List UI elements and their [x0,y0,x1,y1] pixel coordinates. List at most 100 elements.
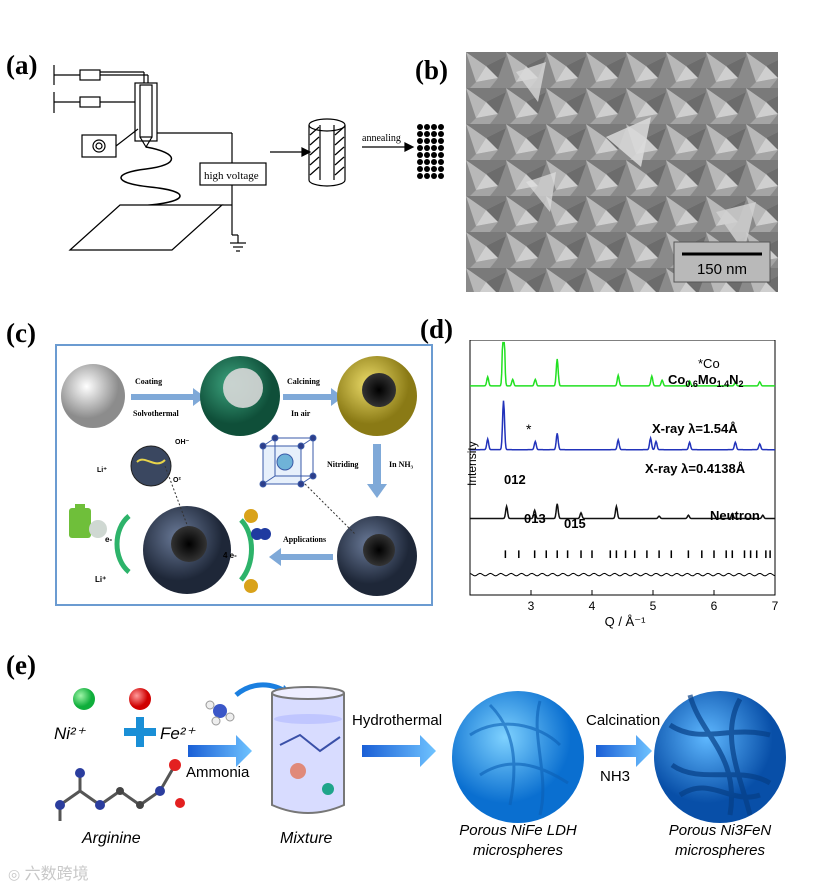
impurity-star: * [526,421,532,437]
nanofiber-dot [417,131,423,137]
x-tick-label: 3 [528,599,535,613]
arginine-label: Arginine [81,830,141,847]
template-sphere [61,364,125,428]
nanofiber-dot [424,138,430,144]
nanofiber-dot [417,124,423,130]
nanofiber-dot [438,124,444,130]
nanofiber-dot [438,173,444,179]
diffraction-chart: 3 4 5 6 7 Intensity Q / Å⁻¹ *Co Co0.6Mo1.4N2… [440,340,790,630]
li-plus-top-label: Li⁺ [97,467,107,474]
calcination-label: Calcination [586,712,660,729]
nanofiber-dot [424,173,430,179]
panel-e-letter: (e) [6,650,36,681]
ammonia-arrow [188,735,252,767]
scale-bar-label: 150 nm [697,261,747,278]
nanofiber-dot [424,131,430,137]
peak-label-013: 013 [524,511,546,526]
y-axis-label: Intensity [465,441,479,486]
x-axis-label: Q / Å⁻¹ [605,614,646,629]
mixture-label: Mixture [280,830,333,847]
applications-label: Applications [283,535,326,544]
mixture-beaker [272,687,344,813]
series-label-xray-154: X-ray λ=1.54Å [652,421,738,436]
nanofiber-dot [417,138,423,144]
x-tick-label: 7 [772,599,779,613]
nitriding-label: Nitriding [327,460,359,469]
in-air-label: In air [291,409,311,418]
solvothermal-label: Solvothermal [133,409,180,418]
series-label-xray-04138: X-ray λ=0.4138Å [645,461,746,476]
ammonia-molecule-icon [213,704,227,718]
nanofiber-dot [424,159,430,165]
nanofiber-dot [417,173,423,179]
nife-ldh-microsphere [452,691,584,823]
nanofiber-dot [424,124,430,130]
watermark: ◎ 六数跨境 [8,860,89,884]
plus-icon [124,717,156,747]
nanofiber-dot [431,152,437,158]
nanofiber-dot [438,138,444,144]
series-label-neutron: Neutron [710,508,760,523]
nanofiber-dot [417,159,423,165]
nanofiber-dot [431,131,437,137]
nitride-label-line1: Porous Ni3FeN [669,822,772,839]
in-nh3-label: In NH₃ [389,460,414,469]
nanofiber-dot [417,166,423,172]
panel-a-letter: (a) [6,50,37,81]
nanofiber-dot [417,145,423,151]
nanofiber-dot [431,124,437,130]
four-e-label: 4 e- [223,551,237,560]
watermark-text: 六数跨境 [25,866,89,883]
nanofiber-dot [424,152,430,158]
nanofiber-dot [438,145,444,151]
nanofiber-dot [438,131,444,137]
watermark-logo-icon: ◎ [8,866,20,882]
peak-label-015: 015 [564,516,586,531]
nickel-ion-label: Ni²⁺ [54,724,87,743]
coating-label: Coating [135,377,162,386]
panel-c-letter: (c) [6,318,36,349]
calcination-arrow [596,735,652,767]
ldh-label-line1: Porous NiFe LDH [459,822,577,839]
e-minus-left-label: e- [105,535,112,544]
nanofiber-dot [431,173,437,179]
annealing-label: annealing [362,133,401,144]
panel-b-letter: (b) [415,55,448,86]
ldh-label-line2: microspheres [473,842,564,859]
legend-co-star: *Co [698,356,720,371]
ammonia-label: Ammonia [186,764,250,781]
iron-ion-ball [129,688,151,710]
sem-micrograph: 150 nm [466,52,778,292]
nanofiber-dot [438,152,444,158]
nanofiber-dot [424,166,430,172]
hydroxide-molecule-icon [244,579,258,593]
nh3-label: NH3 [600,768,630,785]
nanofiber-dot [424,145,430,151]
nanofiber-dot [431,159,437,165]
o2-label: O² [173,477,181,484]
ldh-synthesis-scheme: Ni²⁺ Fe²⁺ Arginine Ammonia Mixture Hydro… [40,665,830,880]
nickel-ion-ball [73,688,95,710]
nanofiber-dot [438,166,444,172]
nanofiber-dot [431,166,437,172]
oh-label: OH⁻ [175,439,190,446]
nanotube-cross-section [417,124,444,179]
peak-label-012: 012 [504,472,526,487]
nanofiber-dot [431,145,437,151]
nitride-label-line2: microspheres [675,842,766,859]
li-plus-bottom-label: Li⁺ [95,575,106,584]
high-voltage-label: high voltage [204,170,259,182]
x-tick-label: 6 [711,599,718,613]
hydrothermal-arrow [362,735,436,767]
x-tick-label: 4 [589,599,596,613]
hydrothermal-label: Hydrothermal [352,712,442,729]
calcining-label: Calcining [287,377,320,386]
nanofiber-dot [431,138,437,144]
synthesis-scheme: Coating Solvothermal Calcining In air Ni… [55,344,433,606]
iron-ion-label: Fe²⁺ [160,724,197,743]
x-tick-label: 5 [650,599,657,613]
legend-compound: Co0.6Mo1.4N2 [668,372,744,389]
water-molecule-icon [244,509,258,523]
nanofiber-dot [417,152,423,158]
electrospinning-schematic: high voltage annealing [40,55,460,270]
